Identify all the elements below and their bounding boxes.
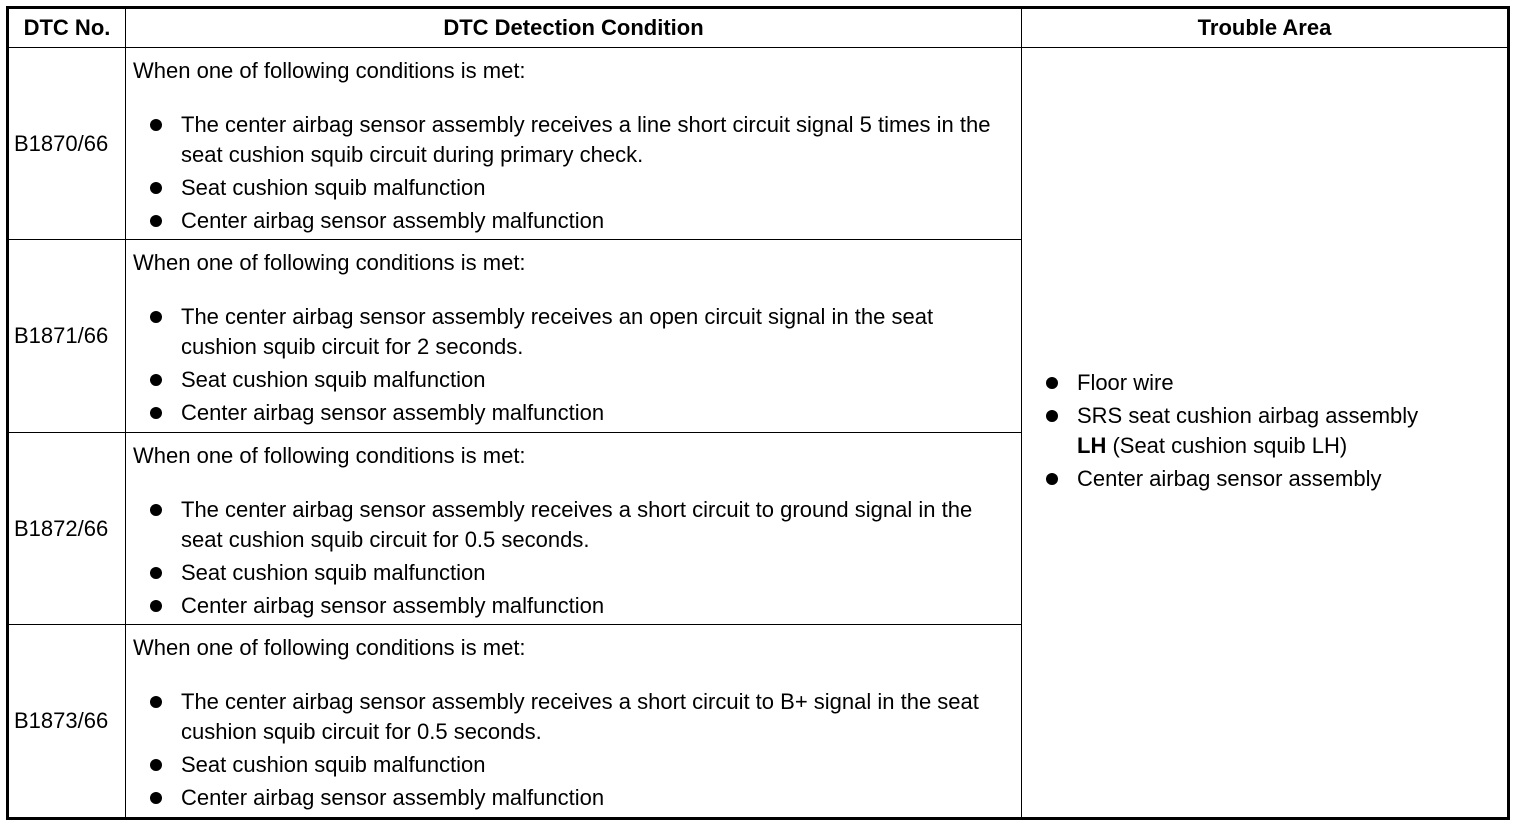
list-item: Seat cushion squib malfunction [133, 173, 1013, 203]
condition-intro: When one of following conditions is met: [133, 250, 526, 276]
table-row: B1873/66 When one of following condition… [7, 624, 1509, 819]
condition-intro: When one of following conditions is met: [133, 58, 526, 83]
list-item: Seat cushion squib malfunction [133, 365, 1013, 395]
detection-condition: When one of following conditions is met:… [125, 624, 1022, 819]
header-detection-condition: DTC Detection Condition [125, 7, 1022, 48]
trouble-area-lh: LH [1077, 433, 1107, 458]
table-row: B1870/66 When one of following condition… [7, 46, 1509, 819]
list-item: Center airbag sensor assembly [1032, 464, 1497, 494]
list-item: The center airbag sensor assembly receiv… [133, 687, 1013, 747]
list-item: Center airbag sensor assembly malfunctio… [133, 206, 1013, 236]
condition-list: The center airbag sensor assembly receiv… [133, 110, 1013, 236]
dtc-table: DTC No. DTC Detection Condition Trouble … [6, 6, 1510, 820]
list-item: Center airbag sensor assembly malfunctio… [133, 591, 1013, 621]
header-row: DTC No. DTC Detection Condition Trouble … [7, 7, 1509, 48]
list-item: Seat cushion squib malfunction [133, 558, 1013, 588]
dtc-code: B1870/66 [7, 46, 126, 241]
header-dtc-no: DTC No. [7, 7, 126, 48]
detection-condition: When one of following conditions is met:… [125, 46, 1022, 241]
detection-condition: When one of following conditions is met:… [125, 431, 1022, 626]
condition-list: The center airbag sensor assembly receiv… [133, 687, 1013, 813]
trouble-area-list: Floor wire SRS seat cushion airbag assem… [1032, 368, 1497, 494]
dtc-code: B1872/66 [7, 431, 126, 626]
header-trouble-area: Trouble Area [1021, 7, 1509, 48]
list-item: The center airbag sensor assembly receiv… [133, 302, 1013, 362]
condition-intro: When one of following conditions is met: [133, 442, 526, 468]
condition-list: The center airbag sensor assembly receiv… [133, 495, 1013, 621]
table-row: B1872/66 When one of following condition… [7, 431, 1509, 626]
list-item: Seat cushion squib malfunction [133, 750, 1013, 780]
trouble-area: Floor wire SRS seat cushion airbag assem… [1021, 47, 1509, 819]
table-row: B1871/66 When one of following condition… [7, 239, 1509, 433]
list-item: Center airbag sensor assembly malfunctio… [133, 398, 1013, 428]
dtc-code: B1873/66 [7, 624, 126, 819]
list-item: The center airbag sensor assembly receiv… [133, 495, 1013, 555]
condition-intro: When one of following conditions is met: [133, 635, 526, 661]
condition-list: The center airbag sensor assembly receiv… [133, 302, 1013, 428]
trouble-area-text: (Seat cushion squib LH) [1106, 433, 1348, 458]
dtc-code: B1871/66 [7, 239, 126, 433]
list-item: Center airbag sensor assembly malfunctio… [133, 783, 1013, 813]
list-item: The center airbag sensor assembly receiv… [133, 110, 1013, 170]
trouble-area-text: SRS seat cushion airbag assembly [1077, 403, 1419, 428]
detection-condition: When one of following conditions is met:… [125, 239, 1022, 433]
list-item: Floor wire [1032, 368, 1497, 398]
